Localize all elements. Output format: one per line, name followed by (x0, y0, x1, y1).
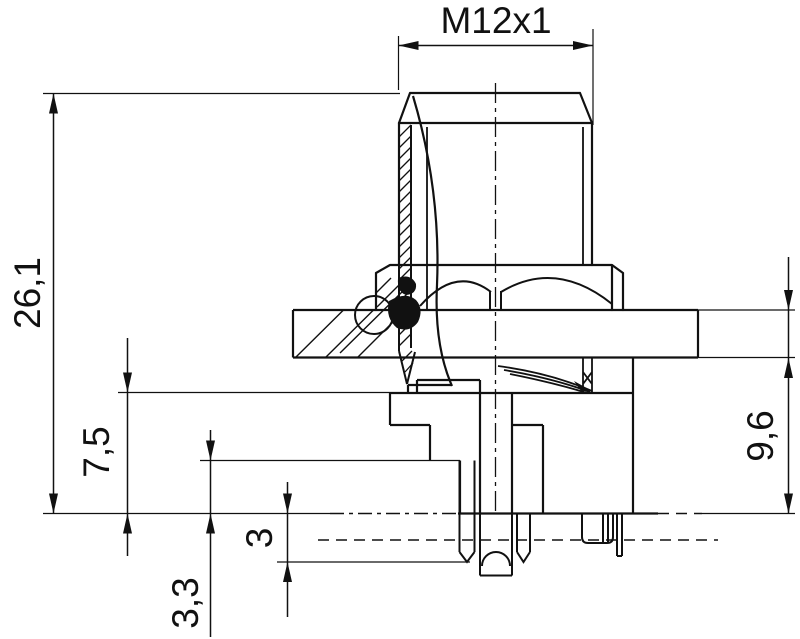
dimension-labels: M12x1 26,1 7,5 3,3 3 9,6 (7, 0, 781, 629)
latch-spring (497, 357, 593, 394)
dim-label-body-depth: 9,6 (740, 410, 781, 461)
panel-plate (291, 308, 700, 359)
panel-hatching (295, 277, 404, 358)
molded-seal-curve (406, 95, 454, 393)
o-ring-icon (354, 295, 394, 335)
dimension-arrowheads (49, 41, 793, 582)
dim-label-pin-length: 3 (239, 528, 280, 549)
lower-housing-outline (388, 357, 658, 515)
extension-lines (43, 29, 795, 563)
solder-pins (458, 460, 623, 577)
dimension-lines (52, 44, 790, 637)
hex-facet-arcs (419, 277, 613, 310)
dim-label-pin-offset: 3,3 (165, 577, 206, 628)
o-ring-seal-fill (388, 276, 421, 330)
dim-label-thread: M12x1 (440, 0, 551, 41)
dim-label-total-height: 26,1 (7, 257, 48, 329)
dim-label-step-height: 7,5 (76, 426, 117, 477)
hex-flange (374, 263, 625, 312)
